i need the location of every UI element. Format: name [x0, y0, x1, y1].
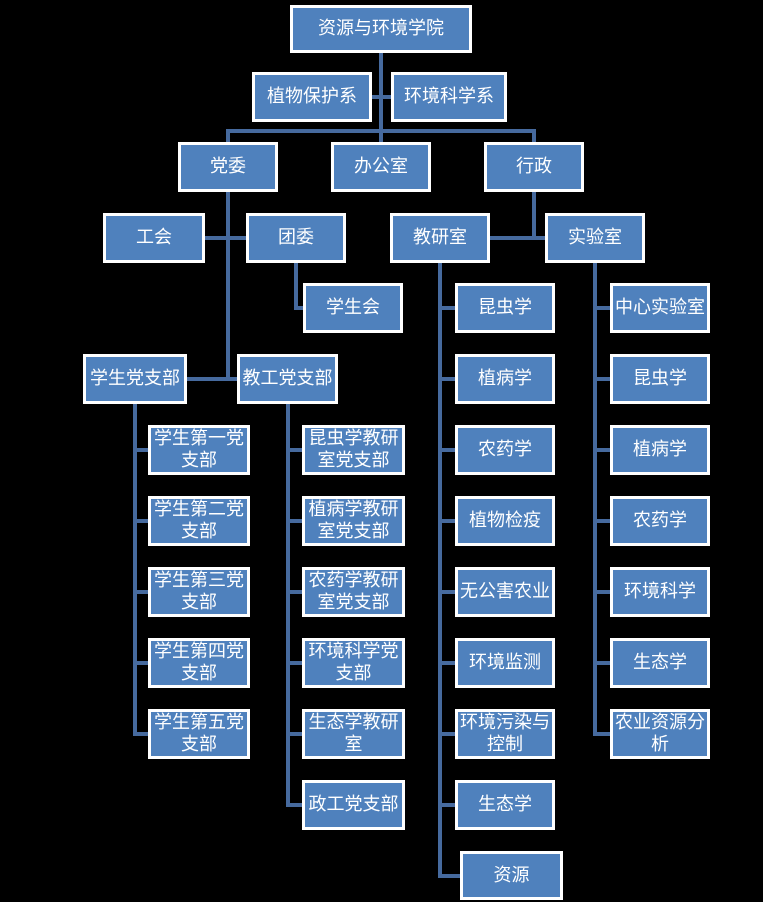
- org-node-ecology-tr-office: 生态学教研室: [302, 709, 405, 759]
- org-node-lab-plant-disease: 植病学: [610, 425, 710, 475]
- connector-lab-trunk: [593, 263, 597, 736]
- org-node-student-party-branch: 学生党支部: [83, 354, 187, 404]
- org-node-lab-agri-resource-analysis: 农业资源分析: [610, 709, 710, 759]
- connector-tro-stub: [438, 732, 455, 736]
- connector-tro-stub: [438, 377, 455, 381]
- org-node-tro-plant-quarantine: 植物检疫: [455, 496, 555, 546]
- org-node-administration: 行政: [484, 142, 584, 192]
- org-node-laboratory: 实验室: [545, 213, 645, 263]
- connector-tro-stub: [438, 661, 455, 665]
- connector-admin-trunk: [532, 192, 536, 240]
- connector-lab-stub: [593, 519, 610, 523]
- connector-tro-lab: [490, 236, 545, 240]
- org-node-env-science-party-branch: 环境科学党支部: [302, 638, 405, 688]
- org-node-office: 办公室: [331, 142, 431, 192]
- org-node-student-branch-2: 学生第二党支部: [148, 496, 250, 546]
- org-node-environmental-science-dept: 环境科学系: [391, 72, 507, 122]
- connector-tro-stub: [438, 519, 455, 523]
- org-node-student-branch-4: 学生第四党支部: [148, 638, 250, 688]
- connector-facultybranch-stub: [286, 590, 302, 594]
- org-node-entomology-tr-party-branch: 昆虫学教研室党支部: [302, 425, 405, 475]
- org-node-party-committee: 党委: [178, 142, 278, 192]
- connector-tro-stub: [438, 590, 455, 594]
- connector-admin-drop: [532, 129, 536, 142]
- connector-tro-trunk: [438, 263, 442, 878]
- org-node-tro-plant-disease: 植病学: [455, 354, 555, 404]
- connector-facultybranch-stub: [286, 448, 302, 452]
- connector-tro-stub: [438, 874, 460, 878]
- connector-studentbranch-stub: [133, 732, 148, 736]
- connector-lab-stub: [593, 448, 610, 452]
- connector-lab-stub: [593, 306, 610, 310]
- org-node-lab-central: 中心实验室: [610, 283, 710, 333]
- connector-dept-stub: [372, 95, 391, 99]
- connector-youth-studentunion: [294, 306, 303, 310]
- connector-lab-stub: [593, 661, 610, 665]
- connector-youth-drop: [294, 263, 298, 310]
- org-node-lab-ecology: 生态学: [610, 638, 710, 688]
- org-node-root: 资源与环境学院: [290, 5, 472, 53]
- org-node-pesticide-tr-party-branch: 农药学教研室党支部: [302, 567, 405, 617]
- org-node-political-work-party-branch: 政工党支部: [302, 780, 405, 830]
- org-node-teaching-research-office: 教研室: [390, 213, 490, 263]
- org-node-tro-pollution-free-agriculture: 无公害农业: [455, 567, 555, 617]
- connector-facultybranch-trunk: [286, 404, 290, 807]
- connector-branch-row: [187, 377, 237, 381]
- connector-facultybranch-stub: [286, 661, 302, 665]
- org-node-student-branch-5: 学生第五党支部: [148, 709, 250, 759]
- connector-facultybranch-stub: [286, 519, 302, 523]
- connector-facultybranch-stub: [286, 732, 302, 736]
- org-node-tro-pesticide: 农药学: [455, 425, 555, 475]
- connector-level3-distribution: [226, 129, 536, 133]
- connector-party-trunk: [226, 192, 230, 381]
- connector-lab-stub: [593, 377, 610, 381]
- connector-facultybranch-stub: [286, 803, 302, 807]
- connector-tro-stub: [438, 803, 455, 807]
- org-node-tro-resources: 资源: [460, 851, 563, 900]
- connector-studentbranch-stub: [133, 448, 148, 452]
- org-node-student-branch-1: 学生第一党支部: [148, 425, 250, 475]
- org-node-plant-protection-dept: 植物保护系: [252, 72, 372, 122]
- org-node-labor-union: 工会: [103, 213, 205, 263]
- org-node-lab-pesticide: 农药学: [610, 496, 710, 546]
- org-node-lab-env-science: 环境科学: [610, 567, 710, 617]
- org-node-tro-env-pollution-control: 环境污染与控制: [455, 709, 555, 759]
- org-node-student-branch-3: 学生第三党支部: [148, 567, 250, 617]
- connector-tro-stub: [438, 306, 455, 310]
- connector-studentbranch-stub: [133, 590, 148, 594]
- connector-studentbranch-trunk: [133, 404, 137, 736]
- connector-party-drop: [226, 129, 230, 142]
- org-node-tro-entomology: 昆虫学: [455, 283, 555, 333]
- connector-tro-stub: [438, 448, 455, 452]
- org-node-faculty-party-branch: 教工党支部: [237, 354, 338, 404]
- connector-union-youth: [205, 236, 246, 240]
- connector-studentbranch-stub: [133, 661, 148, 665]
- org-node-lab-entomology: 昆虫学: [610, 354, 710, 404]
- org-node-student-union: 学生会: [303, 283, 403, 333]
- connector-lab-stub: [593, 732, 610, 736]
- org-node-plant-disease-tr-party-branch: 植病学教研室党支部: [302, 496, 405, 546]
- org-node-youth-league: 团委: [246, 213, 346, 263]
- org-node-tro-ecology: 生态学: [455, 780, 555, 830]
- connector-lab-stub: [593, 590, 610, 594]
- org-node-tro-env-monitoring: 环境监测: [455, 638, 555, 688]
- connector-studentbranch-stub: [133, 519, 148, 523]
